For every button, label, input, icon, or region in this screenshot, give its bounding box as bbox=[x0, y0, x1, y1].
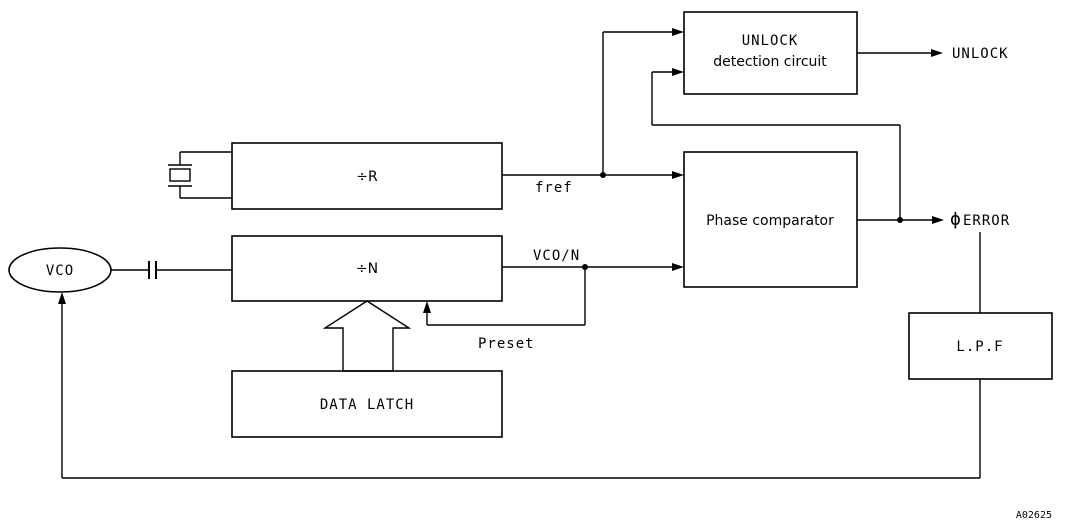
lpf-label: L.P.F bbox=[956, 339, 1003, 355]
lpf-block: L.P.F bbox=[908, 312, 1053, 380]
data-bus-arrow bbox=[322, 300, 412, 372]
vco-n-label: VCO/N bbox=[533, 248, 580, 264]
preset-label: Preset bbox=[478, 336, 535, 352]
phase-comparator-label: Phase comparator bbox=[706, 213, 834, 229]
programmable-divider-label: ÷N bbox=[356, 261, 378, 277]
unlock-detection-title: UNLOCK bbox=[742, 33, 799, 49]
reference-divider-block: ÷R bbox=[231, 142, 503, 210]
vco-block: VCO bbox=[8, 247, 112, 293]
unlock-output-label: UNLOCK bbox=[952, 46, 1009, 62]
programmable-divider-block: ÷N bbox=[231, 235, 503, 302]
unlock-detection-block: UNLOCK detection circuit bbox=[683, 11, 858, 95]
error-signal-path: ϕ ERROR bbox=[651, 68, 1010, 230]
data-latch-label: DATA LATCH bbox=[320, 397, 414, 413]
fref-label: fref bbox=[535, 180, 573, 196]
vco-control-path bbox=[58, 292, 981, 479]
reference-divider-label: ÷R bbox=[356, 169, 378, 185]
vco-label: VCO bbox=[46, 263, 74, 279]
figure-id: A02625 bbox=[1016, 510, 1052, 521]
phase-comparator-block: Phase comparator bbox=[683, 151, 858, 288]
unlock-detection-subtitle: detection circuit bbox=[713, 54, 827, 70]
data-latch-block: DATA LATCH bbox=[231, 370, 503, 438]
vco-coupling-path bbox=[111, 261, 232, 279]
crystal-icon bbox=[168, 151, 232, 199]
unlock-output: UNLOCK bbox=[857, 46, 1009, 62]
fref-signal-path: fref bbox=[502, 28, 684, 196]
error-output-label: ERROR bbox=[963, 213, 1010, 229]
phi-symbol: ϕ bbox=[950, 209, 962, 230]
vco-n-signal-path: VCO/N Preset bbox=[423, 248, 684, 352]
